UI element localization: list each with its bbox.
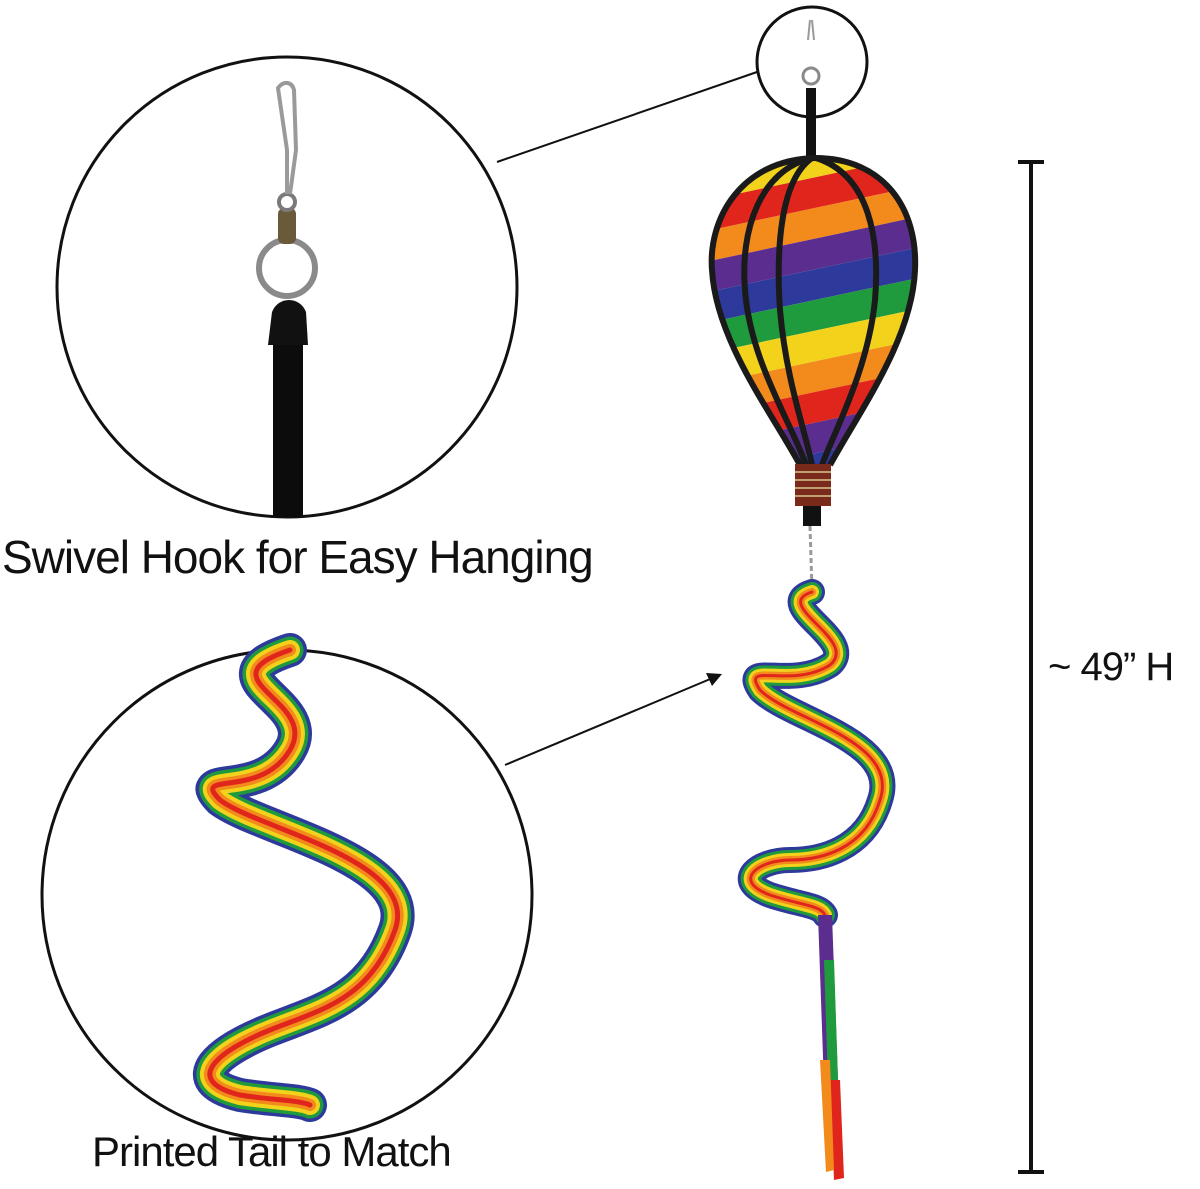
hook-connector-line bbox=[496, 71, 758, 163]
spiral-tail-icon bbox=[737, 579, 896, 928]
hook-highlight-circle bbox=[755, 5, 869, 158]
height-caption: ~ 49” H bbox=[1048, 645, 1174, 689]
tail-streamers bbox=[818, 915, 844, 1180]
tail-connector-arrow bbox=[504, 673, 722, 766]
dimension-bar-icon bbox=[1018, 160, 1044, 1174]
hook-zoom-circle bbox=[55, 55, 519, 519]
hook-caption: Swivel Hook for Easy Hanging bbox=[2, 531, 594, 583]
tail-caption: Printed Tail to Match bbox=[92, 1128, 452, 1175]
hot-air-balloon-icon bbox=[708, 155, 919, 591]
tail-zoom-circle bbox=[40, 633, 534, 1142]
